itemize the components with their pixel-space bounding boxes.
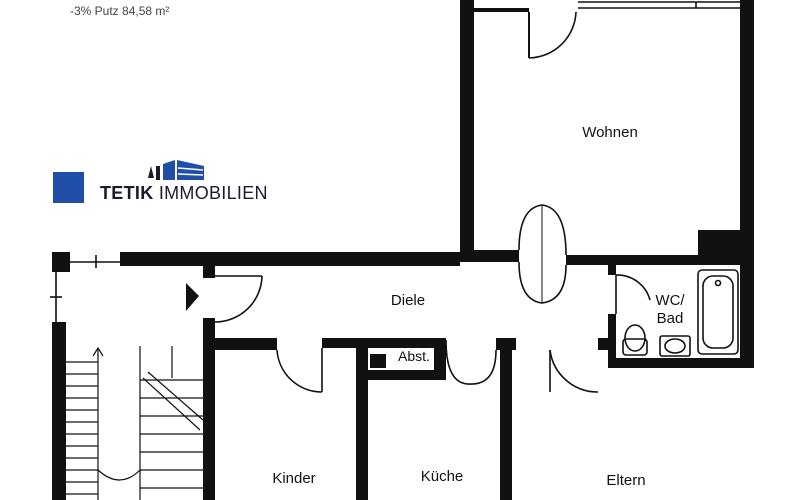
wall-wohnen-left	[460, 0, 474, 262]
wall-abst-column	[370, 354, 386, 368]
fixtures	[50, 1, 751, 393]
door-eltern	[549, 349, 599, 393]
logo-mark	[148, 160, 204, 180]
wall-corridor-north	[120, 252, 460, 266]
wall-wc-top	[608, 265, 616, 275]
room-label-diele: Diele	[390, 292, 426, 309]
wall-shaft	[698, 230, 740, 255]
entrance-arrow-icon	[186, 283, 199, 311]
brand-name-light: IMMOBILIEN	[158, 183, 268, 203]
wall-corridor-south-2	[322, 338, 446, 348]
wall-wc-south	[608, 358, 754, 368]
staircase	[66, 346, 204, 500]
wall-wohnen-top-left	[474, 8, 529, 12]
tree-icon	[148, 166, 154, 178]
wall-abst-south	[368, 370, 446, 380]
wall-east	[740, 0, 754, 368]
wall-stair-corner	[52, 252, 70, 272]
room-label-kinder: Kinder	[272, 470, 316, 487]
room-label-wc-line1: WC/	[655, 292, 685, 309]
wall-corridor-south-3	[496, 338, 516, 350]
wall-wc-west	[608, 314, 616, 368]
logo-square	[53, 172, 84, 203]
walls	[52, 0, 754, 500]
room-label-abst: Abst.	[398, 348, 430, 364]
washbasin	[659, 335, 691, 357]
wall-kinder-kueche	[356, 348, 368, 500]
room-label-wc-line2: Bad	[656, 310, 684, 327]
wall-corridor-south-1	[215, 338, 277, 350]
wall-stair-west	[52, 322, 66, 500]
wall-wohnen-bottom-left	[474, 250, 519, 262]
room-label-eltern: Eltern	[606, 472, 646, 489]
room-label-wc: WC/ Bad	[638, 292, 702, 328]
wall-kueche-eltern	[500, 348, 512, 500]
wall-wohnen-bottom-right	[566, 255, 740, 265]
wall-corridor-south-4	[598, 338, 610, 350]
door-kinder	[276, 349, 323, 393]
area-note: -3% Putz 84,58 m²	[70, 4, 170, 18]
toilet	[622, 338, 648, 356]
building-icon	[163, 160, 175, 180]
brand-name-bold: TETIK	[100, 183, 154, 203]
wall-stair-east	[203, 318, 215, 500]
room-label-wohnen: Wohnen	[582, 124, 638, 141]
wall-entry-stub	[203, 266, 215, 278]
stair-arrow-icon	[92, 346, 104, 357]
room-label-kueche: Küche	[420, 468, 464, 485]
brand-name: TETIK IMMOBILIEN	[100, 183, 268, 204]
door-kueche	[445, 339, 497, 385]
bathtub	[697, 269, 739, 355]
